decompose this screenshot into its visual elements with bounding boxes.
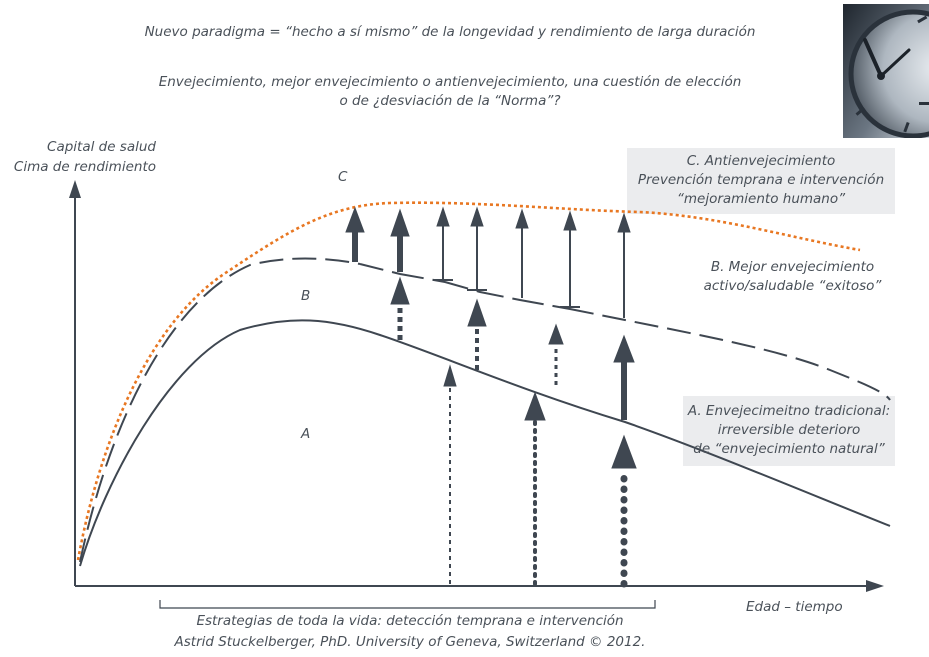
legend-a-box — [683, 396, 895, 466]
arrows-a-to-b — [390, 276, 635, 420]
question-line-2: o de ¿desviación de la “Norma”? — [339, 93, 561, 109]
arrows-b-to-c — [345, 206, 631, 318]
arrow-base-a-2 — [524, 391, 546, 586]
clock-photo-icon — [843, 4, 929, 138]
arrow-a-b-4 — [613, 334, 635, 420]
strategies-caption: Estrategias de toda la vida: detección t… — [196, 613, 624, 629]
legend-c-line-2: Prevención temprana e intervención — [637, 172, 885, 188]
legend-b-line-1: B. Mejor envejecimiento — [710, 259, 875, 275]
legend-a-line-2: irreversible deterioro — [717, 422, 861, 438]
legend-c-line-3: “mejoramiento humano” — [676, 191, 846, 207]
arrow-base-a-1 — [443, 364, 457, 584]
question-line-1: Envejecimiento, mejor envejecimiento o a… — [158, 74, 742, 90]
page-title: Nuevo paradigma = “hecho a sí mismo” de … — [144, 24, 756, 40]
axes — [69, 180, 884, 592]
arrow-b-c-2 — [390, 208, 410, 272]
y-axis-arrowhead — [69, 180, 81, 198]
b-crossbars — [433, 279, 580, 308]
curve-c — [76, 201, 861, 561]
curve-a — [79, 319, 891, 567]
arrow-b-c-1 — [345, 206, 365, 262]
y-axis-label-2: Cima de rendimiento — [13, 159, 156, 175]
x-axis-arrowhead — [866, 580, 884, 592]
curve-b-stepped — [359, 263, 891, 401]
arrow-b-c-4 — [470, 206, 484, 290]
curve-b-letter: B — [301, 288, 311, 304]
arrow-b-c-6 — [563, 210, 577, 307]
arrow-b-c-3 — [436, 206, 450, 280]
curve-c-letter: C — [338, 169, 348, 185]
curve-b — [79, 257, 361, 563]
arrow-a-b-2 — [467, 298, 487, 370]
x-axis-label: Edad – tiempo — [746, 599, 843, 615]
legend-c-box — [627, 148, 895, 214]
strategy-brace — [159, 600, 656, 609]
arrow-a-b-3 — [548, 323, 564, 385]
arrow-a-b-1 — [390, 276, 410, 340]
arrow-b-c-5 — [515, 208, 529, 298]
y-axis-label-1: Capital de salud — [47, 139, 156, 155]
credit-line: Astrid Stuckelberger, PhD. University of… — [174, 634, 646, 650]
arrow-b-c-7 — [617, 212, 631, 318]
arrows-base-to-a — [443, 364, 637, 588]
legend-a-line-1: A. Envejecimeitno tradicional: — [687, 403, 891, 419]
legend-b-line-2: activo/saludable “exitoso” — [703, 278, 882, 294]
curve-a-letter: A — [301, 426, 311, 442]
legend-c-line-1: C. Antienvejecimiento — [686, 153, 836, 169]
arrow-base-a-3 — [611, 434, 637, 588]
legend-a-line-3: de “envejecimiento natural” — [693, 441, 885, 457]
